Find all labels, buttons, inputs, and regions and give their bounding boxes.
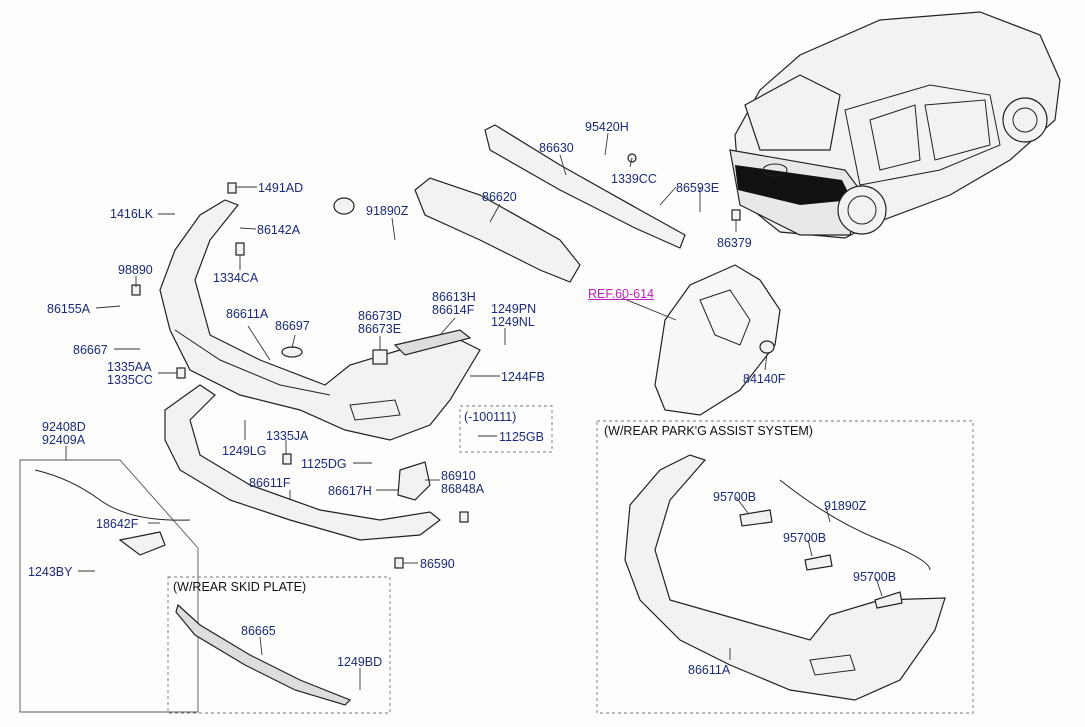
label-1335AA: 1335AA: [107, 360, 152, 374]
lower-valance-86611F: [164, 384, 441, 541]
label-86142A: 86142A: [257, 223, 301, 237]
label-1125DG: 1125DG: [301, 457, 347, 471]
label-86155A: 86155A: [47, 302, 91, 316]
label-86590: 86590: [420, 557, 455, 571]
label-92409A: 92409A: [42, 433, 86, 447]
label-1335CC: 1335CC: [107, 373, 153, 387]
label-95700B-1: 95700B: [713, 490, 757, 504]
label-1249NL: 1249NL: [491, 315, 535, 329]
park-assist-box: [596, 420, 974, 714]
skid-plate-box: [167, 576, 391, 714]
label-86614F: 86614F: [432, 303, 475, 317]
label-86910: 86910: [441, 469, 476, 483]
label-1249LG: 1249LG: [222, 444, 267, 458]
bumper-cover-86611A: [159, 199, 481, 441]
label-1334CA: 1334CA: [213, 271, 259, 285]
label-1416LK: 1416LK: [110, 207, 154, 221]
variant-box: [459, 405, 553, 453]
label-95700B-2: 95700B: [783, 531, 827, 545]
label-86620: 86620: [482, 190, 517, 204]
label-1339CC: 1339CC: [611, 172, 657, 186]
label-86673D: 86673D: [358, 309, 402, 323]
label-95420H: 95420H: [585, 120, 629, 134]
label-95700B-3: 95700B: [853, 570, 897, 584]
label-86848A: 86848A: [441, 482, 485, 496]
label-86379: 86379: [717, 236, 752, 250]
label-86611A-park: 86611A: [688, 663, 731, 677]
energy-absorber-86620: [414, 177, 581, 283]
label-86611A: 86611A: [226, 307, 269, 321]
label-86593E: 86593E: [676, 181, 720, 195]
label-86630: 86630: [539, 141, 574, 155]
label-84140F: 84140F: [743, 372, 786, 386]
label-1243BY: 1243BY: [28, 565, 73, 579]
label-92408D: 92408D: [42, 420, 86, 434]
label-1249BD: 1249BD: [337, 655, 383, 669]
caption-skid-plate: (W/REAR SKID PLATE): [173, 580, 307, 594]
label-1125GB: 1125GB: [499, 430, 544, 444]
label-ref-60-614[interactable]: REF.60-614: [588, 287, 655, 301]
label-variant-100111: (-100111): [464, 410, 517, 424]
label-98890: 98890: [118, 263, 153, 277]
label-1491AD: 1491AD: [258, 181, 304, 195]
skid-plate-86665: [175, 603, 352, 706]
vehicle-outline: [729, 11, 1061, 239]
label-86617H: 86617H: [328, 484, 372, 498]
label-1335JA: 1335JA: [266, 429, 309, 443]
label-1249PN: 1249PN: [491, 302, 537, 316]
back-beam-86630: [484, 124, 686, 249]
label-86665: 86665: [241, 624, 276, 638]
harness-box: [19, 459, 199, 713]
label-18642F: 18642F: [96, 517, 139, 531]
label-91890Z-park: 91890Z: [824, 499, 867, 513]
label-86667: 86667: [73, 343, 108, 357]
label-86611F: 86611F: [249, 476, 291, 490]
inner-panel: [654, 264, 781, 416]
bumper-cover-86611A-park-assist: [624, 454, 946, 701]
label-86613H: 86613H: [432, 290, 476, 304]
caption-park-assist: (W/REAR PARK'G ASSIST SYSTEM): [604, 424, 813, 438]
label-86673E: 86673E: [358, 322, 402, 336]
label-1244FB: 1244FB: [501, 370, 545, 384]
label-86697: 86697: [275, 319, 310, 333]
label-91890Z: 91890Z: [366, 204, 409, 218]
